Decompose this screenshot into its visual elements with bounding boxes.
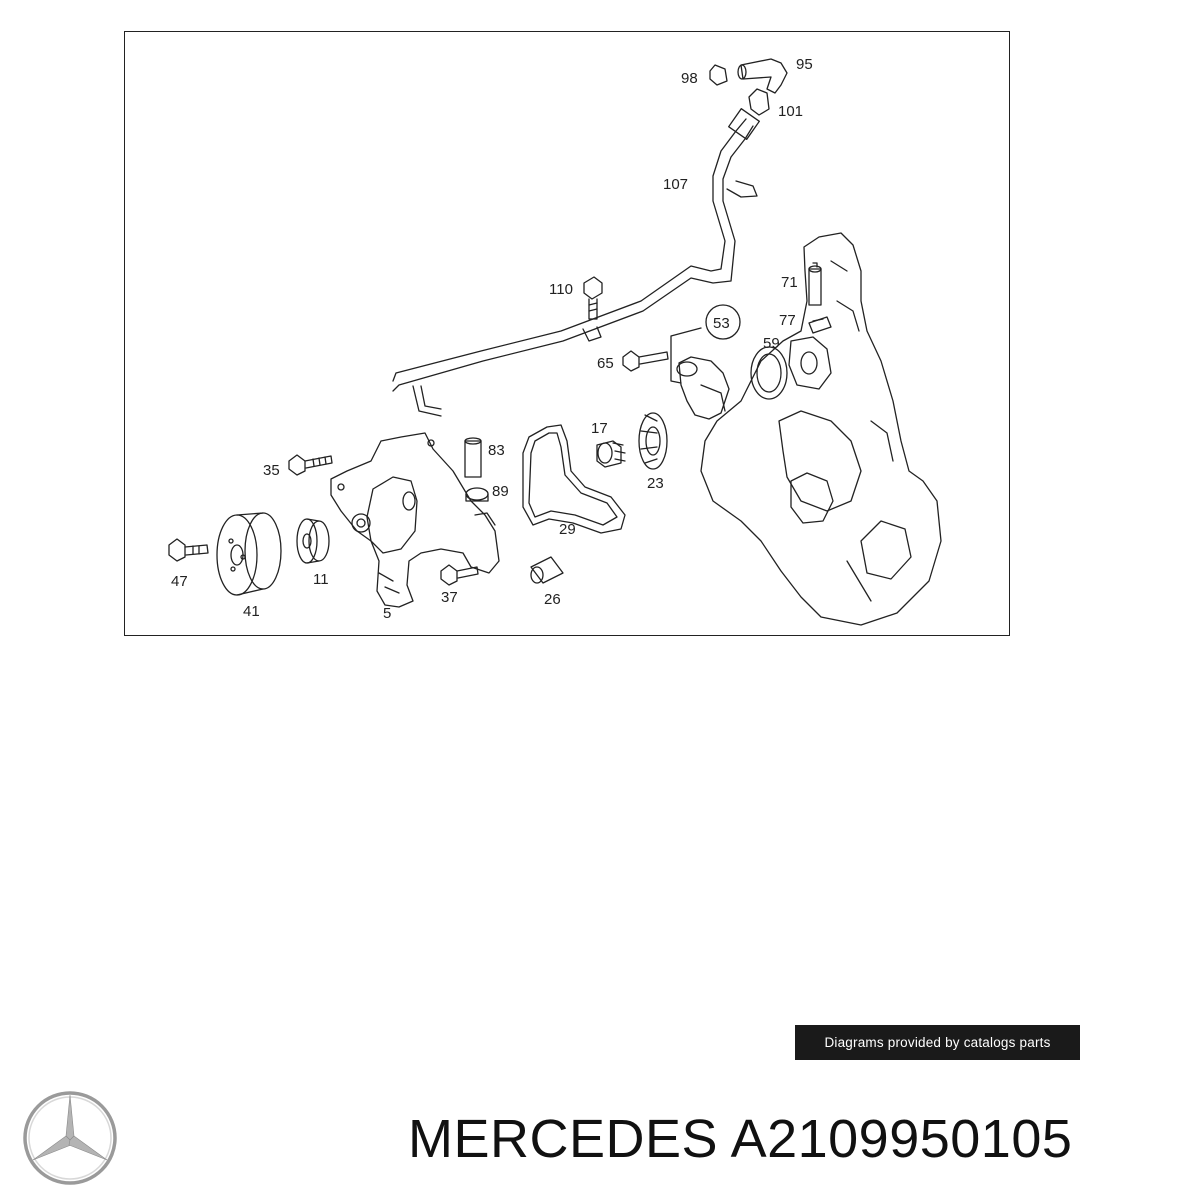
callout-98: 98 <box>681 70 698 87</box>
callout-26: 26 <box>544 591 561 608</box>
water-pump-5 <box>330 432 500 608</box>
bolt-47 <box>168 538 209 562</box>
callout-65: 65 <box>597 355 614 372</box>
thermostat-housing-53 <box>670 304 741 420</box>
sleeve-83 <box>464 437 482 478</box>
callout-35: 35 <box>263 462 280 479</box>
callout-77: 77 <box>779 312 796 329</box>
sleeve-26 <box>530 556 564 584</box>
callout-83: 83 <box>488 442 505 459</box>
callout-89: 89 <box>492 483 509 500</box>
seal-ring-59 <box>750 346 788 400</box>
gasket-29 <box>522 424 626 534</box>
callout-107: 107 <box>663 176 688 193</box>
callout-53: 53 <box>713 315 730 332</box>
hose-fittings-top <box>709 58 788 116</box>
bolt-110 <box>583 276 603 320</box>
callout-101: 101 <box>778 103 803 120</box>
clip-77 <box>808 316 832 334</box>
callout-23: 23 <box>647 475 664 492</box>
callout-11: 11 <box>313 571 329 588</box>
callout-95: 95 <box>796 56 813 73</box>
bolt-65 <box>622 350 669 372</box>
mercedes-star-icon <box>23 1091 117 1185</box>
bolt-37 <box>440 564 479 586</box>
impeller-23 <box>638 412 668 470</box>
callout-labels: 98 95 101 107 110 71 53 77 59 65 35 83 1… <box>171 56 813 622</box>
plug-17 <box>596 440 626 468</box>
clamp-89 <box>465 487 489 502</box>
callout-41: 41 <box>243 603 260 620</box>
parts-diagram: 98 95 101 107 110 71 53 77 59 65 35 83 1… <box>168 56 942 626</box>
callout-71: 71 <box>781 274 798 291</box>
hub-flange-11 <box>296 518 330 564</box>
callout-110: 110 <box>549 281 573 298</box>
callout-59: 59 <box>763 335 780 352</box>
parts-diagram-frame: 98 95 101 107 110 71 53 77 59 65 35 83 1… <box>124 31 1010 636</box>
callout-47: 47 <box>171 573 188 590</box>
callout-37: 37 <box>441 589 458 606</box>
coolant-pipe-107 <box>392 108 760 417</box>
callout-5: 5 <box>383 605 391 622</box>
callout-17: 17 <box>591 420 608 437</box>
diagram-credit-badge: Diagrams provided by catalogs parts <box>795 1025 1080 1060</box>
engine-timing-cover <box>700 232 942 626</box>
bolt-35 <box>288 454 333 476</box>
sensor-71 <box>808 262 822 306</box>
pulley-41 <box>216 512 282 596</box>
page-title: MERCEDES A2109950105 <box>408 1109 1073 1169</box>
callout-29: 29 <box>559 521 576 538</box>
